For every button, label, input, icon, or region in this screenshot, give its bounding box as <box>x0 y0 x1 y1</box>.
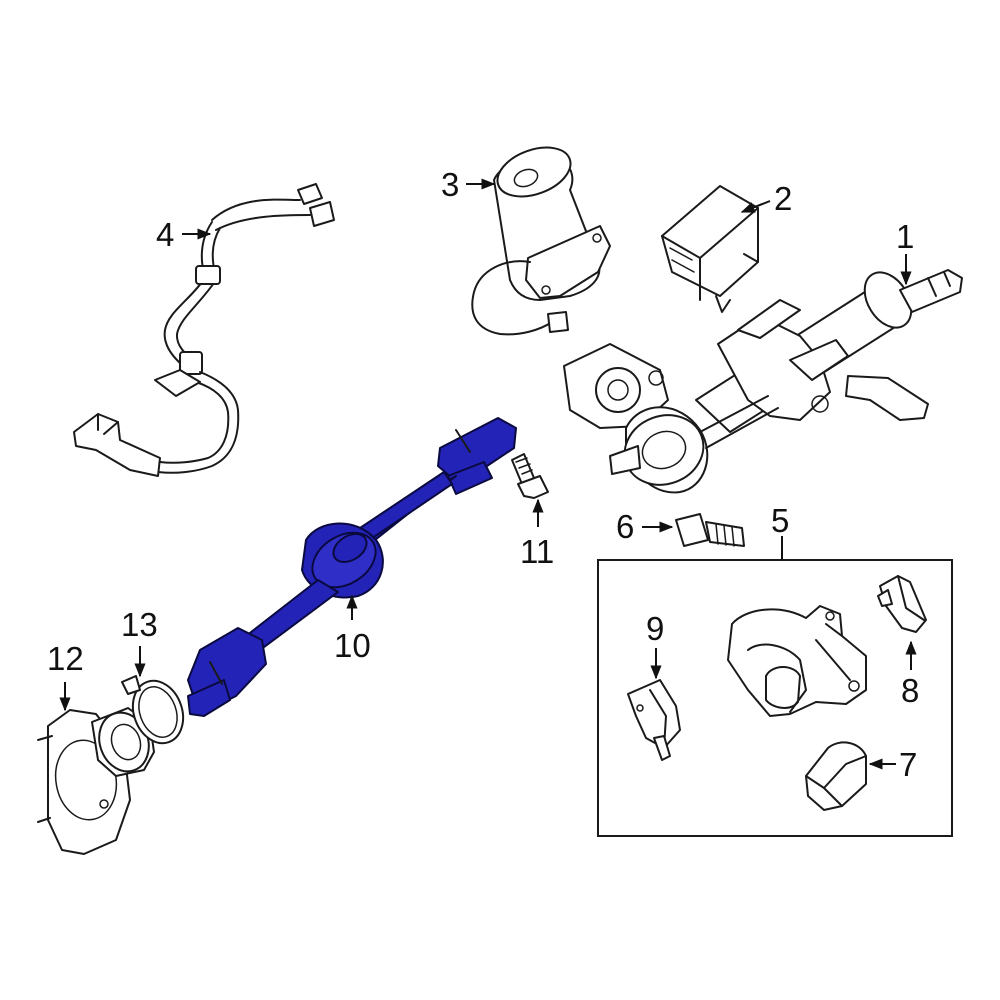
bolt-part-11[interactable] <box>511 453 549 499</box>
shaft-lower-cross <box>187 679 231 717</box>
callout-arrows <box>59 178 917 770</box>
callout-8[interactable]: 8 <box>901 672 919 709</box>
callout-4[interactable]: 4 <box>156 216 174 253</box>
intermediate-shaft-part-10[interactable] <box>187 417 517 717</box>
callout-1[interactable]: 1 <box>896 218 914 255</box>
callout-13[interactable]: 13 <box>121 606 158 643</box>
callout-9[interactable]: 9 <box>646 610 664 647</box>
callout-7[interactable]: 7 <box>899 746 917 783</box>
callout-12[interactable]: 12 <box>47 640 84 677</box>
module-part-2[interactable] <box>661 185 759 313</box>
wire-harness-part-4[interactable] <box>73 183 335 477</box>
callout-3[interactable]: 3 <box>441 166 459 203</box>
clamp-part-13[interactable] <box>121 674 191 751</box>
part-5-group-box <box>597 559 953 837</box>
switch-part-9[interactable] <box>627 679 681 761</box>
ignition-housing-part-5[interactable] <box>727 605 867 717</box>
shaft-upper-yoke <box>437 417 517 479</box>
callout-11[interactable]: 11 <box>520 533 554 570</box>
callout-2[interactable]: 2 <box>774 180 792 217</box>
steering-column-part-1[interactable] <box>563 264 963 496</box>
bolt-part-6[interactable] <box>675 513 745 547</box>
motor-part-3[interactable] <box>471 138 611 336</box>
callout-6[interactable]: 6 <box>616 508 634 545</box>
callout-labels: 1 2 3 4 5 6 7 8 9 10 11 12 13 <box>47 166 919 783</box>
cylinder-cover-part-7[interactable] <box>805 741 867 811</box>
callout-10[interactable]: 10 <box>334 627 371 664</box>
switch-part-8[interactable] <box>877 575 927 633</box>
shaft-upper-cross <box>447 461 493 495</box>
callout-5[interactable]: 5 <box>771 502 789 539</box>
